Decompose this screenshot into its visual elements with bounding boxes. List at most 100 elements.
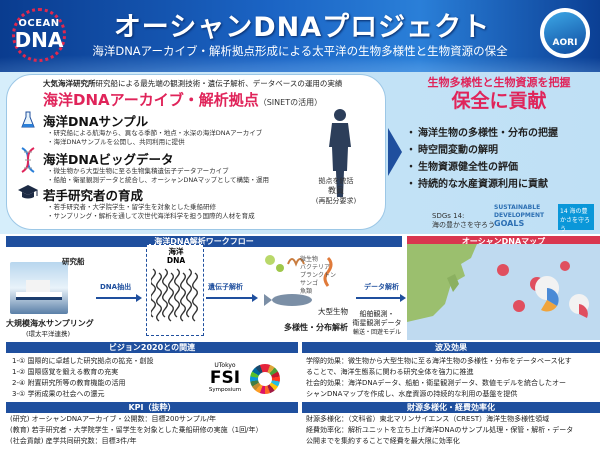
sample-bullet-2: ・海洋DNAサンプルを公開し、共同利用に提供 [47, 138, 185, 146]
research-ship-image [10, 262, 68, 314]
kpi-bar: KPI（抜粋） [6, 402, 298, 413]
map-illustration [407, 244, 590, 322]
sdg-caption-line2: 海の豊かさを守ろう [432, 221, 495, 229]
obs-data-label: 船舶観測・ 衛星観測データ 輸送・回遊モデル [352, 310, 402, 337]
organism-fish: 魚類 [300, 288, 313, 295]
sample-bullet-1: ・研究船による航海から、異なる季節・地点・水深の海洋DNAアーカイブ [47, 129, 263, 137]
sdg14-badge: 14 海の豊かさを守ろう [558, 204, 594, 233]
faculty-label-2: 教員 [328, 186, 344, 195]
finance-line-1: 財源多様化：（文科省）東北マリンサイエンス（CREST）海洋生物多様性領域 [306, 415, 550, 423]
goal-item-1: ・海洋生物の多様性・分布の把握 [406, 128, 558, 139]
logo-line1: OCEAN [18, 18, 60, 29]
vision-bar: ビジョン2020との関連 [6, 342, 298, 353]
ship-label: 研究船 [62, 257, 85, 266]
fsi-line2: FSI [209, 368, 241, 388]
goal-heading-small: 生物多様性と生物資源を把握 [427, 76, 571, 89]
vision-line-1: 1-① 国際的に卓越した研究拠点の拡充・創設 [12, 357, 154, 365]
step-gene-analysis: 遺伝子解析 [208, 283, 243, 291]
marine-organisms-illustration [264, 255, 333, 306]
step-dna-extraction: DNA抽出 [100, 283, 132, 291]
sdg-logo-line1: SUSTAINABLE [494, 204, 541, 211]
aori-logo: AORI [540, 8, 590, 58]
goal-item-4: ・持続的な水産資源利用に貢献 [406, 179, 548, 190]
archive-heading: 海洋DNAアーカイブ・解析拠点（SINETの活用） [43, 91, 323, 109]
page-subtitle: 海洋DNAアーカイブ・解析拠点形成による太平洋の生物多様性と生物資源の保全 [92, 44, 508, 58]
obs-label-2: 衛星観測データ [352, 319, 402, 327]
effect-line-3: 社会的効果：海洋DNAデータ、船舶・衛星観測データ、数値モデルを統合したオー [306, 379, 566, 387]
obs-label-1: 船舶観測・ [359, 310, 395, 318]
aori-logo-circle [544, 12, 586, 54]
graduation-cap-icon [18, 185, 38, 199]
bigdata-bullet-2: ・船舶・衛星観測データと統合し、オーシャンDNAマップとして構築・運用 [47, 176, 269, 184]
organism-large: 大型生物 [318, 307, 348, 316]
vision-line-4: 3-① 学術成果の社会への還元 [12, 390, 105, 398]
fsi-line3: Symposium [208, 387, 242, 393]
sampling-title: 大規模海水サンプリング [6, 319, 94, 328]
ocean-dna-map [407, 244, 600, 340]
organism-microbe: 微生物 [300, 256, 319, 263]
workflow-bar: 海洋DNA解析ワークフロー [6, 236, 402, 247]
sample-caption-2: DNA [166, 256, 186, 265]
kpi-line-2: (教育) 若手研究者・大学院学生・留学生を対象とした乗船研修の実施（1回/年） [10, 426, 263, 434]
ship-hull [16, 292, 62, 300]
map-bar: オーシャンDNAマップ [407, 236, 600, 247]
sdg-logo-line3: GOALS [494, 219, 525, 228]
header-banner: OCEAN DNA オーシャンDNAプロジェクト 海洋DNAアーカイブ・解析拠点… [0, 0, 600, 72]
aori-logo-text: AORI [552, 38, 578, 48]
archive-card: 大気海洋研究所研究船による最先端の観測技術・遺伝子解析、データベースの運用の実績… [6, 74, 386, 230]
goal-item-2: ・時空間変動の解明 [406, 145, 498, 156]
section-title-training: 若手研究者の育成 [43, 188, 144, 203]
effect-bar: 波及効果 [302, 342, 600, 353]
sample-caption: 海洋 DNA [147, 247, 205, 265]
logo-ring [12, 8, 66, 62]
organism-plankton: プランクトン [300, 272, 337, 279]
section-title-sample: 海洋DNAサンプル [43, 114, 149, 129]
fsi-line1: UTokyo [214, 362, 236, 369]
obs-label-3: 輸送・回遊モデル [352, 329, 401, 336]
overview-section: 大気海洋研究所研究船による最先端の観測技術・遺伝子解析、データベースの運用の実績… [0, 72, 600, 234]
finance-line-3: 公開までを集約することで経費を最大限に効率化 [306, 437, 460, 445]
sdg-logo-line2: DEVELOPMENT [494, 212, 545, 219]
training-bullet-1: ・若手研究者・大学院学生・留学生を対象とした乗船研修 [47, 203, 216, 211]
finance-line-2: 経費効率化：解析ユニットを立ち上げ海洋DNAのサンプル処理・保管・解析・データ [306, 426, 574, 434]
section-title-bigdata: 海洋DNAビッグデータ [43, 152, 174, 167]
sampling-sub: (環太平洋連携) [26, 330, 71, 338]
faculty-person-icon [329, 109, 351, 197]
arrow-right-icon-3 [356, 294, 406, 302]
training-bullet-2: ・サンプリング・解析を通して次世代海洋科学を担う国際的人材を育成 [47, 212, 255, 220]
diversity-analysis-label: 多様性・分布解析 [284, 323, 348, 332]
wave-decoration [0, 50, 600, 72]
sdg-caption: SDGs 14: 海の豊かさを守ろう [432, 212, 495, 230]
effect-line-1: 学際的効果：微生物から大型生物に至る海洋生物の多様性・分布をデータベース化す [306, 357, 572, 365]
contribution-arrow-icon [388, 128, 402, 176]
sdg-caption-line1: SDGs 14: [432, 212, 465, 220]
dna-strands-icon [151, 268, 198, 322]
ocean-dna-logo: OCEAN DNA [6, 6, 70, 66]
faculty-label-1: 拠点を統括 [318, 177, 354, 185]
utokyo-fsi-logo: UTokyo FSI Symposium [205, 362, 245, 400]
kpi-line-3: (社会貢献) 産学共同研究数：目標3件/年 [10, 437, 137, 445]
goal-heading-big: 保全に貢献 [451, 90, 547, 112]
effect-line-4: シャンDNAマップを作成し、水産資源の持続的な利用の基盤を提供 [306, 390, 518, 398]
flask-icon [21, 111, 35, 128]
vision-section: 1-① 国際的に卓越した研究拠点の拡充・創設 1-② 国際感覚を鍛える教育の充実… [6, 352, 298, 400]
bigdata-bullet-1: ・微生物から大型生物に至る生物集積遺伝子データアーカイブ [47, 167, 229, 175]
finance-bar: 財源多様化・経費効率化 [302, 402, 600, 413]
sdg-goals-logo: SUSTAINABLE DEVELOPMENT GOALS [494, 204, 554, 230]
vision-line-2: 1-② 国際感覚を鍛える教育の充実 [12, 368, 119, 376]
sample-caption-1: 海洋 [168, 247, 184, 256]
sdg-wheel-icon [250, 364, 280, 394]
arrow-right-icon [96, 294, 142, 302]
goal-item-3: ・生物資源健全性の評価 [406, 162, 518, 173]
lead-text: 大気海洋研究所研究船による最先端の観測技術・遺伝子解析、データベースの運用の実績 [43, 79, 343, 88]
organism-coral: サンゴ [300, 280, 319, 287]
logo-line2: DNA [14, 28, 64, 52]
faculty-label: 拠点を統括 教員 (再配分要求) [298, 176, 374, 206]
vision-line-3: 2-④ 附置研究所等の教育機能の活用 [12, 379, 126, 387]
dna-icon [21, 147, 35, 173]
page-title: オーシャンDNAプロジェクト [113, 12, 491, 43]
arrow-right-icon-2 [206, 294, 258, 302]
step-data-analysis: データ解析 [364, 283, 399, 291]
kpi-line-1: (研究) オーシャンDNAアーカイブ・公開数：目標200サンプル/年 [10, 415, 217, 423]
faculty-label-3: (再配分要求) [315, 197, 357, 205]
